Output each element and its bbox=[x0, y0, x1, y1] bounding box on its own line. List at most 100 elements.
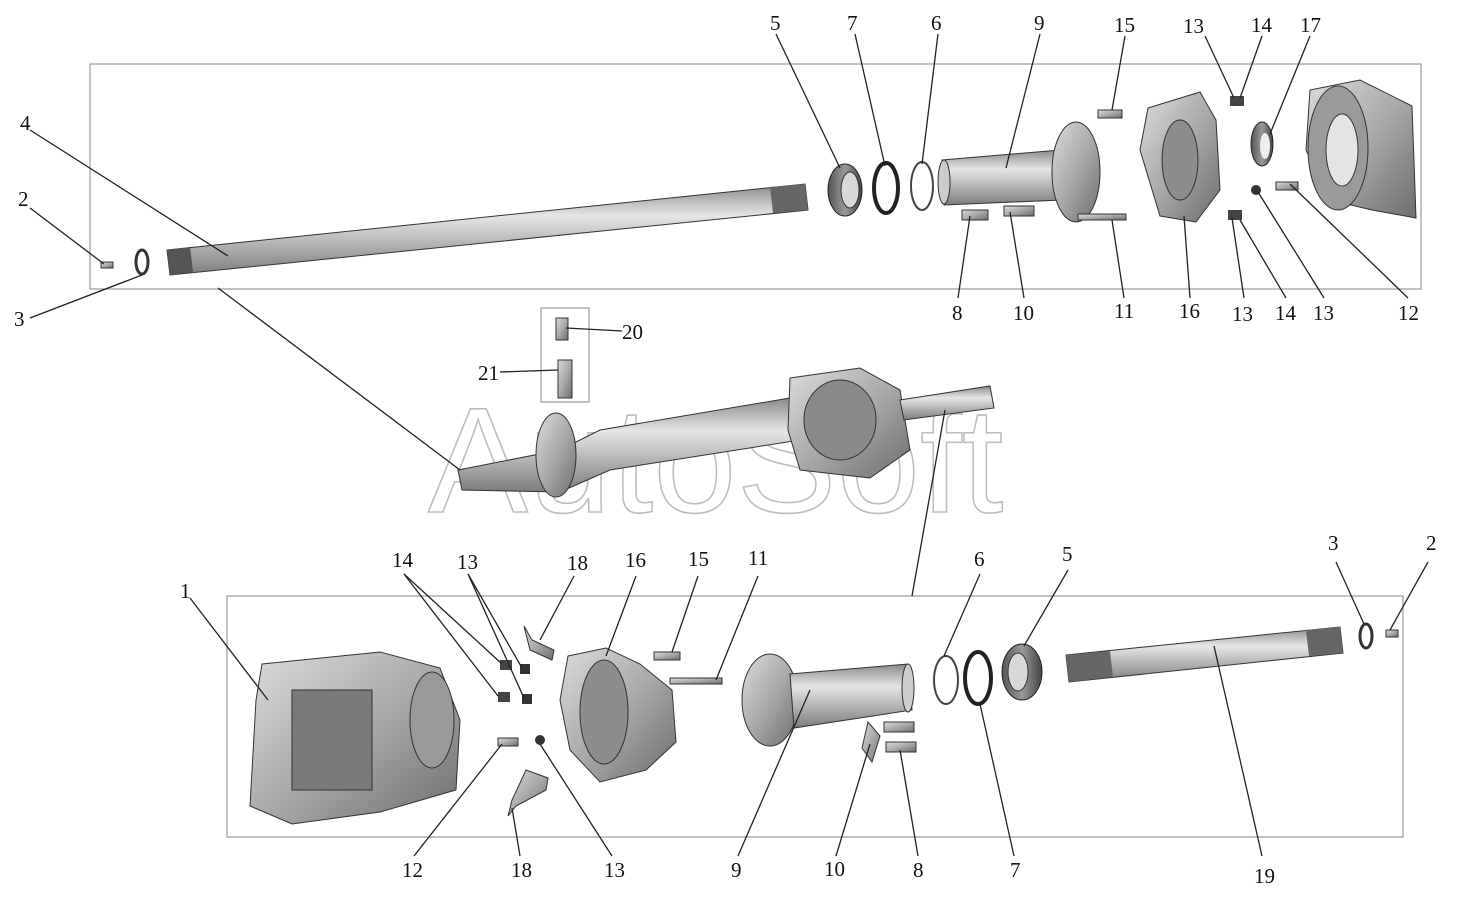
callout-13-bottom-a: 13 bbox=[457, 550, 478, 574]
callout-11-bottom: 11 bbox=[748, 546, 768, 570]
shaft-spline-end-left bbox=[167, 247, 193, 275]
bolt-8-bottom-upper bbox=[883, 721, 915, 733]
callout-12-top: 12 bbox=[1398, 301, 1419, 325]
top-assembly-frame bbox=[89, 63, 1422, 290]
bolt-8-top bbox=[961, 209, 989, 221]
leader-lines bbox=[29, 33, 1429, 857]
bolt-8-bottom-lower bbox=[885, 741, 917, 753]
bolt-15-top bbox=[1097, 109, 1123, 119]
hub-shaft-9-top bbox=[941, 149, 1063, 206]
differential-housing-cover bbox=[803, 379, 877, 461]
housing-1-flange bbox=[409, 671, 455, 769]
callout-3-top: 3 bbox=[14, 307, 25, 331]
nut-13-bottom-mid bbox=[522, 694, 532, 704]
hub-shaft-9-end bbox=[937, 159, 951, 205]
nut-14-bottom-upper bbox=[500, 660, 512, 670]
bracket-18-upper bbox=[523, 625, 555, 661]
bolt-12-top bbox=[1275, 181, 1299, 191]
labels-top: 5 7 6 9 15 13 14 17 4 2 3 8 10 11 16 13 … bbox=[14, 11, 1419, 331]
bolt-2-bottom bbox=[1385, 629, 1399, 638]
callout-16-top: 16 bbox=[1179, 299, 1200, 323]
nut-14-bottom bbox=[498, 692, 510, 702]
callout-10-top: 10 bbox=[1013, 301, 1034, 325]
callout-8-top: 8 bbox=[952, 301, 963, 325]
housing-1-opening bbox=[291, 689, 373, 791]
callout-13-bottom-b: 13 bbox=[604, 858, 625, 882]
callout-2-top: 2 bbox=[18, 187, 29, 211]
callout-9-bottom: 9 bbox=[731, 858, 742, 882]
brake-housing-16-bore bbox=[1161, 119, 1199, 201]
snap-ring-3-bottom bbox=[1358, 622, 1374, 650]
callout-14-top-a: 14 bbox=[1251, 13, 1273, 37]
callout-13-top-b: 13 bbox=[1232, 302, 1253, 326]
bearing-5-bottom-bore bbox=[1007, 652, 1029, 692]
callout-16-bottom: 16 bbox=[625, 548, 646, 572]
hub-assembled-left bbox=[535, 412, 577, 498]
callout-11-top: 11 bbox=[1114, 299, 1134, 323]
ring-6-bottom bbox=[933, 655, 959, 705]
callout-21: 21 bbox=[478, 361, 499, 385]
middle-assembly bbox=[457, 317, 995, 498]
callout-13-top-c: 13 bbox=[1313, 301, 1334, 325]
callout-7-top: 7 bbox=[847, 11, 858, 35]
ring-7-top bbox=[872, 161, 900, 215]
axle-shaft-4 bbox=[166, 183, 809, 276]
bolt-2-top bbox=[100, 261, 114, 269]
pipe-21 bbox=[557, 359, 573, 399]
axle-shaft-assembled-right bbox=[899, 385, 995, 421]
pin-11-top bbox=[1077, 213, 1127, 221]
shaft-spline-end-right bbox=[770, 184, 808, 213]
shaft-19-spline-left bbox=[1066, 651, 1113, 682]
callout-18-bottom-b: 18 bbox=[511, 858, 532, 882]
vent-20 bbox=[555, 317, 569, 341]
snap-ring-3-top bbox=[134, 248, 150, 276]
bolt-15-bottom bbox=[653, 651, 681, 661]
hub-flange-9-top bbox=[1051, 121, 1101, 223]
callout-14-bottom: 14 bbox=[392, 548, 414, 572]
callout-18-bottom-a: 18 bbox=[567, 551, 588, 575]
nut-13-bottom-lower bbox=[535, 735, 545, 745]
top-parts bbox=[100, 79, 1417, 276]
pin-11-bottom bbox=[669, 677, 723, 685]
callout-14-top-b: 14 bbox=[1275, 301, 1297, 325]
bottom-parts bbox=[249, 622, 1399, 825]
hub-shaft-9-bottom-end bbox=[901, 663, 915, 713]
bracket-18-lower bbox=[507, 769, 549, 817]
shaft-19-spline-right bbox=[1306, 627, 1343, 656]
callout-6-top: 6 bbox=[931, 11, 942, 35]
hub-flange-9-bottom bbox=[741, 653, 799, 747]
ring-6-top bbox=[910, 161, 934, 211]
callout-17-top: 17 bbox=[1300, 13, 1321, 37]
callout-1: 1 bbox=[180, 579, 191, 603]
callout-15-bottom: 15 bbox=[688, 547, 709, 571]
bolt-12-bottom bbox=[497, 737, 519, 747]
bolt-10-top bbox=[1003, 205, 1035, 217]
callout-20: 20 bbox=[622, 320, 643, 344]
callout-19: 19 bbox=[1254, 864, 1275, 888]
callout-2-bottom: 2 bbox=[1426, 531, 1437, 555]
callout-9-top: 9 bbox=[1034, 11, 1045, 35]
ring-7-bottom bbox=[963, 650, 993, 706]
labels-middle: 20 21 bbox=[478, 320, 643, 385]
callout-4: 4 bbox=[20, 111, 31, 135]
seal-17-bore bbox=[1260, 133, 1270, 159]
nut-13-bottom-upper bbox=[520, 664, 530, 674]
vent-detail-frame bbox=[540, 307, 590, 403]
callout-6-bottom: 6 bbox=[974, 547, 985, 571]
callout-7-bottom: 7 bbox=[1010, 858, 1021, 882]
callout-5-bottom: 5 bbox=[1062, 542, 1073, 566]
nut-13-14-top-lower bbox=[1228, 210, 1242, 220]
brake-housing-16-bottom-bore bbox=[579, 659, 629, 765]
bottom-assembly-frame bbox=[226, 595, 1404, 838]
callout-3-bottom: 3 bbox=[1328, 531, 1339, 555]
callout-8-bottom: 8 bbox=[913, 858, 924, 882]
callout-12-bottom: 12 bbox=[402, 858, 423, 882]
nut-13-14-top-upper bbox=[1230, 96, 1244, 106]
lock-plate-10-bottom bbox=[861, 720, 881, 764]
callout-5-top: 5 bbox=[770, 11, 781, 35]
labels-bottom: 14 13 18 16 15 11 6 5 3 2 1 12 18 13 9 1… bbox=[180, 531, 1437, 888]
hub-shaft-9-bottom bbox=[789, 663, 913, 729]
callout-15-top: 15 bbox=[1114, 13, 1135, 37]
